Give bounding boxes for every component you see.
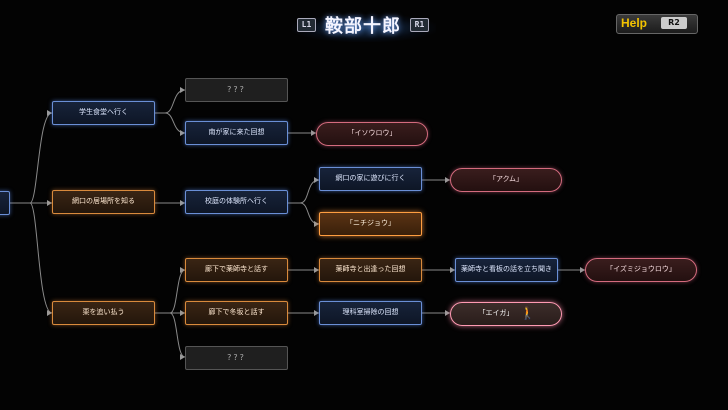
- node-roka-yakushiji[interactable]: 廊下で薬師寺と話す: [185, 258, 288, 282]
- node-gakusei-shokudou[interactable]: 学生食堂へ行く: [52, 101, 155, 125]
- node-rika-kaisou[interactable]: 理科室掃除の回想: [319, 301, 422, 325]
- root-node[interactable]: [0, 191, 10, 215]
- node-karasu[interactable]: 栗を追い払う: [52, 301, 155, 325]
- r2-button-icon: R2: [661, 17, 687, 29]
- node-yakushiji-kanpan[interactable]: 薬師寺と看板の話を立ち聞き: [455, 258, 558, 282]
- r1-button-icon[interactable]: R1: [410, 18, 429, 32]
- node-roka-fuyusaka[interactable]: 廊下で冬坂と話す: [185, 301, 288, 325]
- l1-button-icon[interactable]: L1: [297, 18, 316, 32]
- node-nichijou[interactable]: 「ニチジョウ」: [319, 212, 422, 236]
- node-yakushiji-deai[interactable]: 薬師寺と出逢った回想: [319, 258, 422, 282]
- node-sekiguchi-ie[interactable]: 網口の家に遊びに行く: [319, 167, 422, 191]
- help-button[interactable]: Help R2: [616, 14, 698, 34]
- header-bar: L1 鞍部十郎 R1: [0, 10, 728, 44]
- ending-akumu[interactable]: 「アクム」: [450, 168, 562, 192]
- node-kousha[interactable]: 校庭の体験所へ行く: [185, 190, 288, 214]
- character-title: 鞍部十郎: [325, 16, 401, 37]
- node-unknown-upper[interactable]: ???: [185, 78, 288, 102]
- node-minami-kaisou[interactable]: 南が家に来た回想: [185, 121, 288, 145]
- walking-figure-icon: 🚶: [520, 306, 535, 320]
- ending-eiga[interactable]: 「エイガ」: [450, 302, 562, 326]
- node-unknown-lower[interactable]: ???: [185, 346, 288, 370]
- help-label: Help: [621, 16, 648, 30]
- ending-isou[interactable]: 「イソウロウ」: [316, 122, 428, 146]
- node-sekiguchi-ibasho[interactable]: 網口の居場所を知る: [52, 190, 155, 214]
- ending-izumijouro[interactable]: 「イズミジョウロウ」: [585, 258, 697, 282]
